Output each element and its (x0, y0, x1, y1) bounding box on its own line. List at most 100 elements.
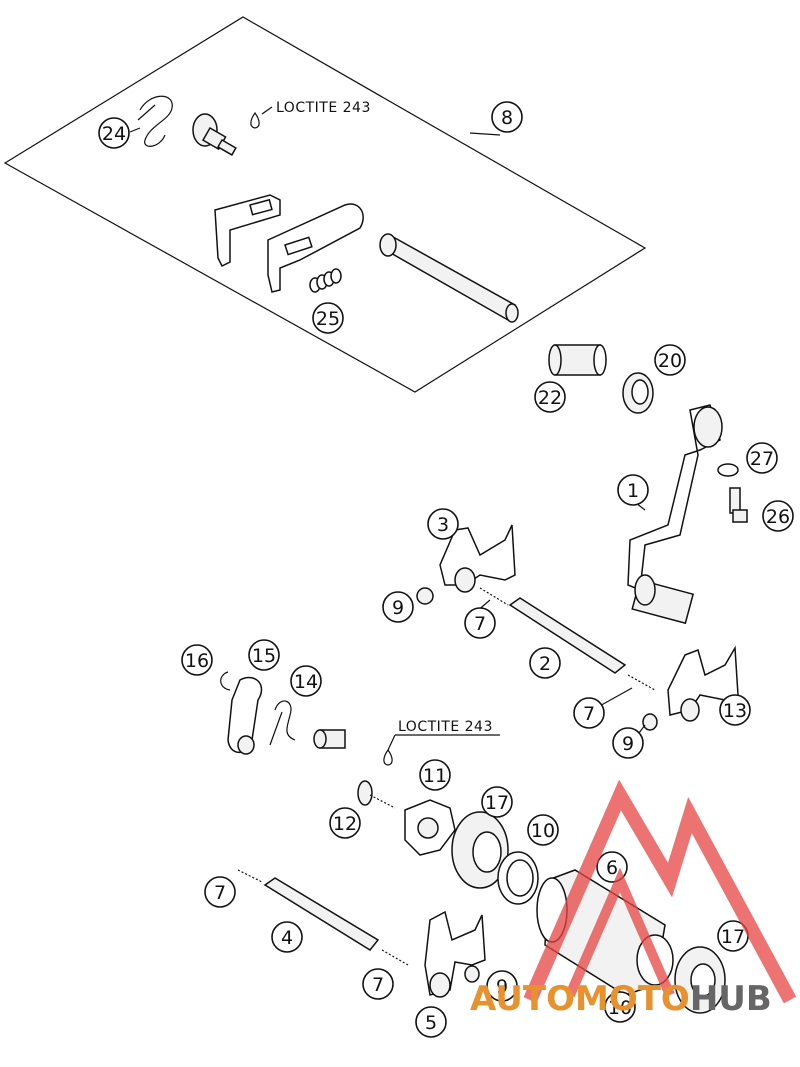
callout-11: 11 (419, 759, 451, 791)
callout-number: 9 (392, 597, 404, 619)
callout-number: 12 (333, 813, 357, 835)
part-16-clip (220, 671, 231, 691)
watermark-text: AUTOMOTOHUB (470, 979, 772, 1019)
callout-7: 7 (362, 968, 394, 1000)
part-4-rail (263, 877, 380, 951)
callout-26: 26 (762, 500, 794, 532)
callout-9: 9 (486, 970, 518, 1002)
part-27-washer (717, 463, 739, 477)
callout-number: 9 (496, 976, 508, 998)
callout-number: 17 (721, 926, 745, 948)
callout-number: 24 (102, 123, 126, 145)
part-1-shift-lever (627, 404, 723, 625)
loctite-label-mid: LOCTITE 243 (398, 719, 493, 735)
part-3-shift-fork (439, 524, 516, 593)
callout-circle (464, 607, 496, 639)
callout-10: 10 (604, 991, 636, 1023)
part-12-bolt (357, 780, 396, 809)
callout-circle (204, 876, 236, 908)
part-7-spring-top (479, 587, 509, 606)
part-20-ring (622, 372, 654, 414)
callout-number: 7 (214, 882, 226, 904)
callout-circle (762, 500, 794, 532)
callout-number: 3 (437, 514, 449, 536)
callout-22: 22 (534, 381, 566, 413)
callout-number: 6 (606, 857, 618, 879)
callout-circle (617, 474, 649, 506)
callout-number: 13 (723, 700, 747, 722)
part-17-bearing-top (451, 811, 509, 889)
callout-circle (248, 639, 280, 671)
callout-circle (654, 344, 686, 376)
part-10-ring-top (497, 851, 539, 905)
callout-number: 1 (627, 480, 639, 502)
part-24-clip (129, 95, 173, 147)
callout-circle (382, 591, 414, 623)
part-26-bolt (729, 487, 748, 523)
callout-17: 17 (717, 920, 749, 952)
loctite-drop-top (250, 111, 260, 129)
callout-circle (604, 991, 636, 1023)
part-7-spring-bottom (381, 949, 409, 966)
watermark-hub: HUB (690, 979, 772, 1019)
part-bolt-mid (313, 729, 346, 749)
callout-number: 17 (485, 792, 509, 814)
callout-10: 10 (527, 814, 559, 846)
callout-circle (271, 921, 303, 953)
callout-number: 11 (423, 765, 447, 787)
callout-number: 7 (583, 703, 595, 725)
callout-2: 2 (529, 647, 561, 679)
callout-circle (415, 1006, 447, 1038)
part-9-roller-top (416, 587, 434, 605)
callout-circle (290, 665, 322, 697)
callout-circle (312, 302, 344, 334)
callout-labels: 1234567777899910101112131415161717202224… (98, 101, 794, 1038)
part-15-lever (227, 676, 263, 755)
callout-circle (481, 786, 513, 818)
callout-8: 8 (491, 101, 523, 133)
callout-number: 14 (294, 671, 318, 693)
callout-circle (719, 694, 751, 726)
callout-12: 12 (329, 807, 361, 839)
callout-number: 20 (658, 350, 682, 372)
part-22-bearing (548, 344, 607, 376)
callout-16: 16 (181, 644, 213, 676)
callout-number: 7 (474, 613, 486, 635)
callout-circle (362, 968, 394, 1000)
callout-number: 9 (622, 733, 634, 755)
callout-7: 7 (573, 697, 605, 729)
callout-circle (427, 508, 459, 540)
callout-9: 9 (612, 727, 644, 759)
callout-5: 5 (415, 1006, 447, 1038)
spring-25 (309, 268, 342, 293)
callout-number: 2 (539, 653, 551, 675)
shift-plate-right (267, 203, 364, 293)
part-9-roller-bottom (464, 965, 480, 983)
callout-number: 10 (531, 820, 555, 842)
part-9-roller-right (642, 713, 658, 731)
part-2-rail (508, 597, 627, 674)
callout-circle (491, 101, 523, 133)
callout-7: 7 (464, 607, 496, 639)
part-7-spring-left (237, 869, 263, 883)
callout-27: 27 (746, 442, 778, 474)
callout-circle (329, 807, 361, 839)
callout-circle (181, 644, 213, 676)
callout-circle (534, 381, 566, 413)
callout-25: 25 (312, 302, 344, 334)
callout-number: 5 (425, 1012, 437, 1034)
part-7-spring-right (627, 674, 656, 691)
callout-circle (612, 727, 644, 759)
callout-14: 14 (290, 665, 322, 697)
callout-circle (746, 442, 778, 474)
callout-17: 17 (481, 786, 513, 818)
shift-plate-left (214, 194, 281, 268)
loctite-label-top: LOCTITE 243 (276, 100, 371, 116)
callout-13: 13 (719, 694, 751, 726)
callout-number: 26 (766, 506, 790, 528)
callout-9: 9 (382, 591, 414, 623)
callout-20: 20 (654, 344, 686, 376)
watermark-triangle-inner (565, 867, 675, 997)
callout-number: 7 (372, 974, 384, 996)
callout-circle (573, 697, 605, 729)
